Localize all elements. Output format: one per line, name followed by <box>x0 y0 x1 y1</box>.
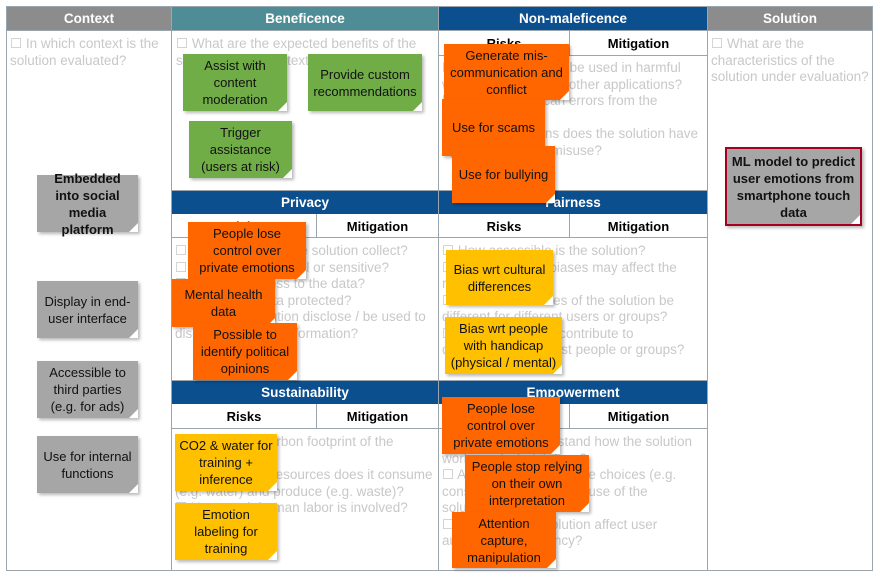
note-internal-functions: Use for internal functions <box>37 436 138 493</box>
outer-border-bottom <box>6 570 873 571</box>
header-non-maleficence: Non-maleficence <box>439 7 707 30</box>
header-sustainability: Sustainability <box>172 381 438 404</box>
note-handicap-bias: Bias wrt people with handicap (physical … <box>445 317 562 374</box>
col-divider-2 <box>438 6 439 571</box>
note-bullying: Use for bullying <box>452 146 555 203</box>
note-privacy-lose-control: People lose control over private emotion… <box>188 222 306 279</box>
note-third-parties: Accessible to third parties (e.g. for ad… <box>37 361 138 418</box>
col-divider-3 <box>707 6 708 571</box>
header-beneficence: Beneficence <box>172 7 438 30</box>
note-display-end-user: Display in end-user interface <box>37 281 138 338</box>
note-embedded-social-media: Embedded into social media platform <box>37 171 138 237</box>
header-context: Context <box>7 7 171 30</box>
sustainability-risks-header: Risks <box>172 405 316 428</box>
fairness-mitigation-header: Mitigation <box>570 215 707 237</box>
note-miscommunication: Generate mis-communication and conflict <box>444 44 569 100</box>
row-line-nonmal <box>438 55 708 56</box>
outer-border-left <box>6 6 7 571</box>
outer-border-top <box>6 6 873 7</box>
note-content-moderation: Assist with content moderation <box>183 54 287 111</box>
note-emotion-labeling: Emotion labeling for training <box>175 503 277 560</box>
row-line-5 <box>171 428 708 429</box>
row-line-3 <box>171 237 708 238</box>
sustainability-mitigation-header: Mitigation <box>317 405 438 428</box>
row-line-2 <box>171 190 708 191</box>
note-trigger-assistance: Trigger assistance (users at risk) <box>189 121 292 178</box>
subcol-divider-sust <box>316 404 317 429</box>
nonmal-mitigation-header: Mitigation <box>570 31 707 55</box>
note-custom-recommendations: Provide custom recommendations <box>308 54 422 111</box>
note-cultural-bias: Bias wrt cultural differences <box>446 250 553 305</box>
empowerment-mitigation-header: Mitigation <box>570 405 707 428</box>
note-political-opinions: Possible to identify political opinions <box>193 323 297 380</box>
privacy-mitigation-header: Mitigation <box>317 215 438 237</box>
note-attention-capture: Attention capture, manipulation <box>452 512 556 568</box>
note-solution-ml-model: ML model to predict user emotions from s… <box>725 147 862 226</box>
header-solution: Solution <box>708 7 872 30</box>
note-co2-water: CO2 & water for training + inference <box>175 434 277 491</box>
subcol-divider-fairness <box>569 214 570 238</box>
subcol-divider-emp <box>569 404 570 429</box>
solution-question: ☐ What are the characteristics of the so… <box>711 36 869 84</box>
header-privacy: Privacy <box>172 191 438 214</box>
fairness-risks-header: Risks <box>439 215 569 237</box>
outer-border-right <box>872 6 873 571</box>
note-stop-relying: People stop relying on their own interpr… <box>465 455 589 512</box>
row-line-4 <box>171 380 708 381</box>
context-question: ☐ In which context is the solution evalu… <box>10 36 159 68</box>
row-line-1 <box>6 30 873 31</box>
subcol-divider-privacy <box>316 214 317 238</box>
col-divider-1 <box>171 6 172 571</box>
note-empowerment-lose-control: People lose control over private emotion… <box>442 397 560 454</box>
subcol-divider-nonmal <box>569 30 570 56</box>
note-mental-health: Mental health data <box>172 279 275 327</box>
